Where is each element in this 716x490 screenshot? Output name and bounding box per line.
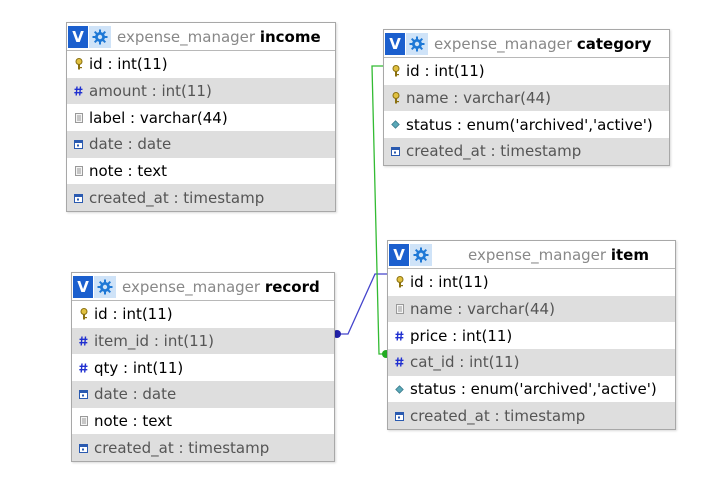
database-name: expense_manager (117, 27, 256, 46)
column-row[interactable]: id : int(11) (67, 51, 335, 78)
text-icon (74, 166, 83, 177)
date-icon (79, 443, 88, 453)
table-category[interactable]: V expense_manager category id : int(11) n… (383, 29, 670, 166)
column-label: label : varchar(44) (89, 108, 228, 127)
column-row[interactable]: name : varchar(44) (384, 84, 669, 112)
table-item[interactable]: V expense_manager item id : int(11) name … (387, 240, 676, 431)
column-label: cat_id : int(11) (410, 353, 520, 372)
enum-icon (391, 120, 400, 129)
gear-icon[interactable] (89, 25, 111, 48)
table-header[interactable]: V expense_manager category (384, 30, 669, 58)
table-name: item (610, 245, 649, 264)
hash-icon (395, 357, 404, 367)
database-name: expense_manager (468, 245, 607, 264)
relation-record-item-end (333, 330, 341, 338)
column-label: date : date (94, 385, 177, 404)
table-header[interactable]: V expense_manager income (67, 23, 335, 51)
hash-icon (395, 331, 404, 341)
hash-icon (74, 86, 83, 96)
table-title: expense_manager record (122, 278, 320, 296)
hash-icon (79, 336, 88, 346)
collapse-v-button[interactable]: V (385, 32, 405, 55)
date-icon (395, 411, 404, 421)
column-row[interactable]: item_id : int(11) (72, 327, 334, 355)
relation-record-item (335, 273, 389, 335)
table-title: expense_manager income (117, 28, 321, 46)
table-record[interactable]: V expense_manager record id : int(11) ite… (71, 272, 335, 463)
column-label: created_at : timestamp (89, 188, 265, 207)
column-row[interactable]: price : int(11) (388, 322, 675, 349)
key-icon (395, 276, 404, 288)
column-row[interactable]: status : enum('archived','active') (388, 376, 675, 403)
column-row[interactable]: status : enum('archived','active') (384, 111, 669, 138)
database-name: expense_manager (434, 34, 573, 53)
column-row[interactable]: created_at : timestamp (384, 138, 669, 165)
column-row[interactable]: id : int(11) (388, 269, 675, 296)
text-icon (74, 112, 83, 123)
collapse-v-button[interactable]: V (73, 275, 93, 298)
column-row[interactable]: qty : int(11) (72, 354, 334, 381)
column-label: status : enum('archived','active') (406, 115, 653, 134)
column-label: date : date (89, 135, 172, 154)
column-label: qty : int(11) (94, 358, 184, 377)
date-icon (74, 139, 83, 150)
table-name: income (259, 27, 321, 46)
table-name: record (264, 277, 320, 296)
column-label: status : enum('archived','active') (410, 380, 657, 399)
column-row[interactable]: note : text (67, 158, 335, 185)
column-label: name : varchar(44) (406, 89, 551, 108)
column-label: id : int(11) (94, 305, 173, 324)
collapse-v-button[interactable]: V (68, 25, 88, 48)
column-row[interactable]: cat_id : int(11) (388, 349, 675, 376)
column-row[interactable]: id : int(11) (384, 58, 669, 85)
gear-icon[interactable] (410, 243, 432, 266)
column-row[interactable]: name : varchar(44) (388, 295, 675, 323)
column-label: note : text (94, 412, 172, 431)
column-label: id : int(11) (406, 62, 485, 81)
text-icon (395, 304, 404, 315)
table-title: expense_manager item (468, 246, 649, 264)
column-label: amount : int(11) (89, 82, 212, 101)
column-label: created_at : timestamp (94, 438, 270, 457)
hash-icon (79, 363, 88, 373)
column-label: id : int(11) (410, 273, 489, 292)
column-label: price : int(11) (410, 326, 513, 345)
column-row[interactable]: note : text (72, 408, 334, 435)
text-icon (79, 416, 88, 427)
database-name: expense_manager (122, 277, 261, 296)
gear-icon[interactable] (406, 32, 428, 55)
column-label: created_at : timestamp (406, 142, 582, 161)
date-icon (74, 193, 83, 203)
table-header[interactable]: V expense_manager record (72, 273, 334, 301)
column-row[interactable]: label : varchar(44) (67, 104, 335, 131)
date-icon (391, 146, 400, 157)
column-label: created_at : timestamp (410, 406, 586, 425)
key-icon (74, 58, 83, 70)
table-header[interactable]: V expense_manager item (388, 241, 675, 269)
key-icon (79, 308, 88, 320)
column-row[interactable]: created_at : timestamp (72, 434, 334, 462)
column-row[interactable]: date : date (72, 381, 334, 408)
column-label: name : varchar(44) (410, 300, 555, 319)
column-label: item_id : int(11) (94, 332, 215, 351)
table-title: expense_manager category (434, 35, 651, 53)
key-icon (391, 65, 400, 77)
column-label: id : int(11) (89, 55, 168, 74)
date-icon (79, 389, 88, 400)
column-row[interactable]: date : date (67, 131, 335, 158)
column-row[interactable]: amount : int(11) (67, 77, 335, 105)
column-row[interactable]: created_at : timestamp (388, 402, 675, 430)
key-icon (391, 92, 400, 104)
column-row[interactable]: id : int(11) (72, 301, 334, 328)
column-label: note : text (89, 162, 167, 181)
table-name: category (576, 34, 652, 53)
table-income[interactable]: V expense_manager income id : int(11) amo… (66, 22, 336, 213)
gear-icon[interactable] (94, 275, 116, 298)
collapse-v-button[interactable]: V (389, 243, 409, 266)
enum-icon (395, 384, 404, 394)
column-row[interactable]: created_at : timestamp (67, 184, 335, 212)
